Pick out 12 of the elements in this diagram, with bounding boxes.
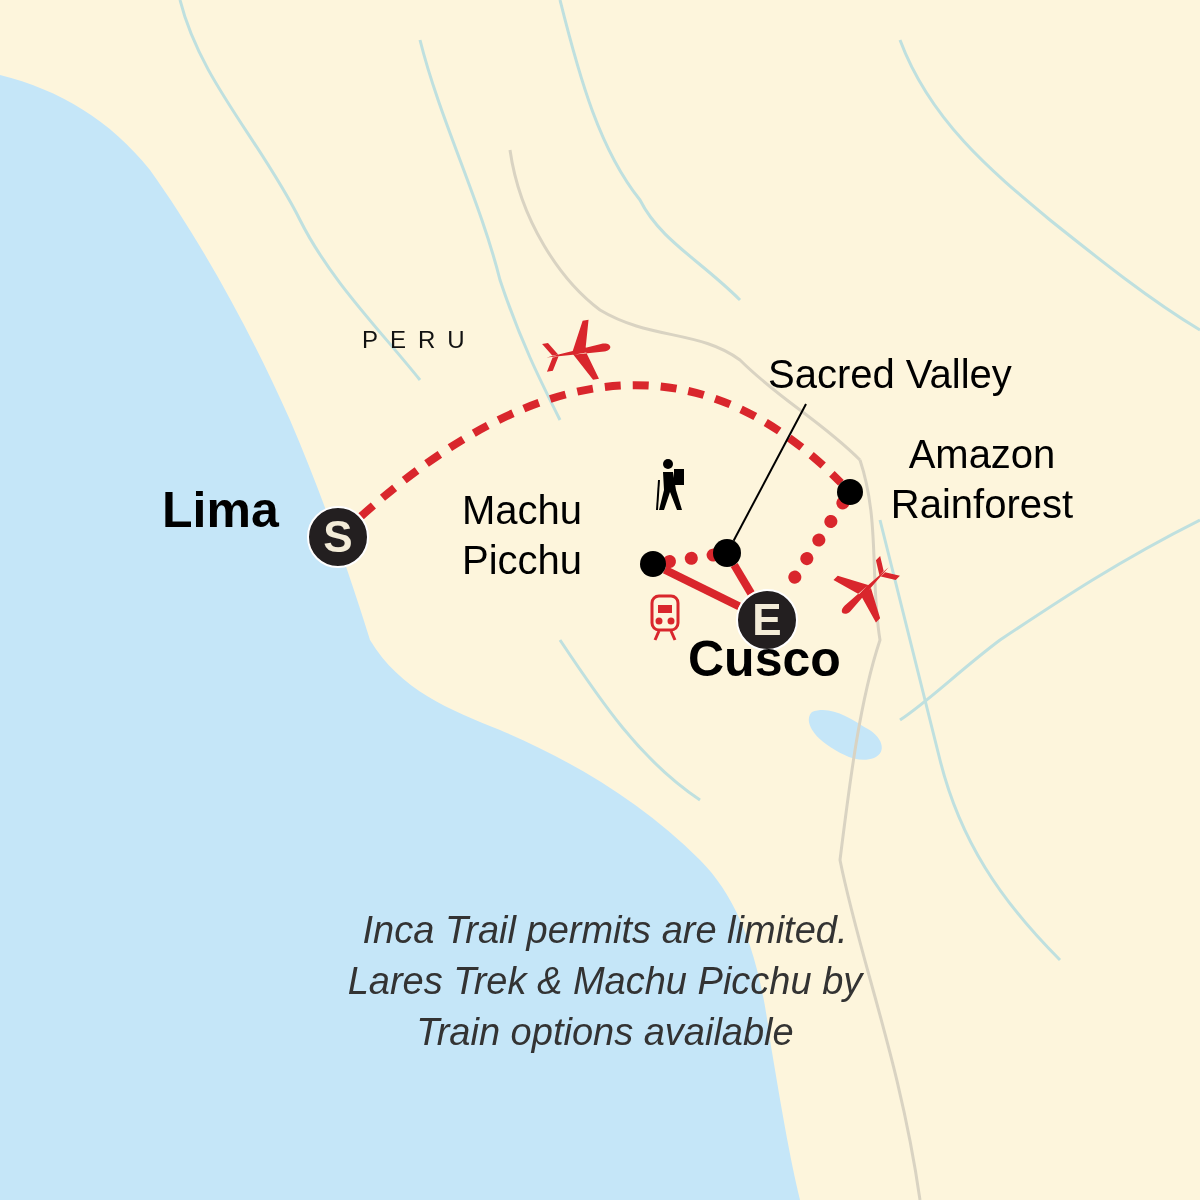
marker-letter: S: [323, 515, 353, 559]
place-name: Machu Picchu: [462, 487, 584, 584]
country-name: PERU: [362, 326, 477, 354]
place-name: Sacred Valley: [768, 352, 1012, 397]
route-line: [730, 562, 755, 596]
place-name: Amazon Rainforest: [889, 431, 1075, 528]
note-text: Inca Trail permits are limited. Lares Trek & Machu Picchu by Train options available: [346, 908, 865, 1055]
route-line: [662, 566, 741, 610]
dashed-route: [358, 381, 844, 520]
location-dot: [713, 539, 741, 567]
city-name: Lima: [162, 481, 280, 540]
leader-line: [732, 403, 807, 542]
